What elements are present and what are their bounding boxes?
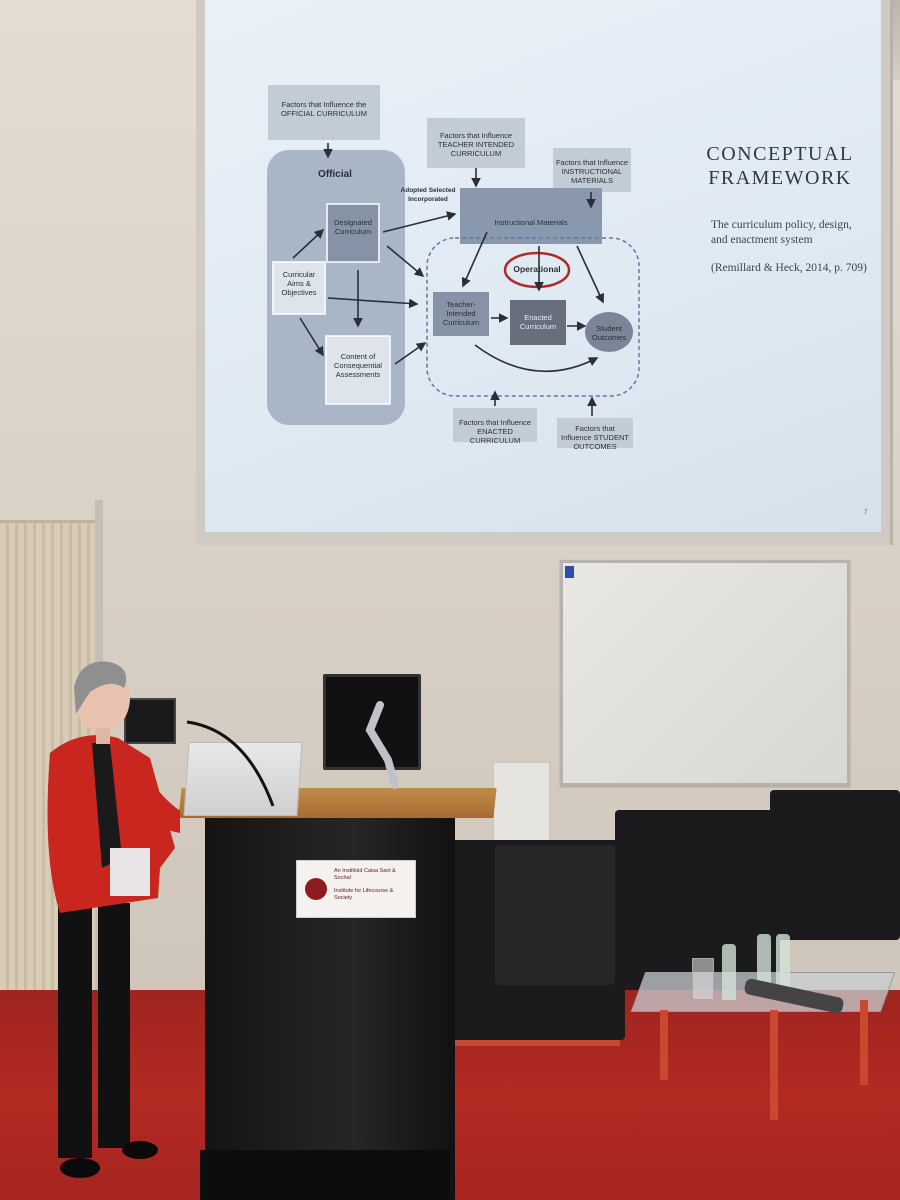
table-leg (860, 1000, 868, 1085)
wall-speaker (493, 762, 550, 844)
outcomes-oval (585, 312, 633, 352)
whiteboard-sticker (565, 566, 574, 578)
slide-title: CONCEPTUAL FRAMEWORK (695, 142, 865, 190)
slide-citation: (Remillard & Heck, 2014, p. 709) (711, 262, 867, 274)
presentation-slide: Factors that Influence the OFFICIAL CURR… (205, 0, 881, 532)
factor-outcomes-label: Factors that Influence STUDENT OUTCOMES (561, 424, 629, 451)
enacted-label: Enacted Curriculum (519, 313, 557, 331)
sign-line2: Institute for Lifecourse & Society (334, 888, 394, 901)
outcomes-label: Student Outcomes (591, 324, 627, 342)
armchair-left-seat (495, 845, 615, 985)
enacted-box (510, 300, 566, 345)
slide-subtitle: The curriculum policy, design, and enact… (711, 219, 852, 246)
teacher-intended-box (433, 292, 489, 336)
shoe (122, 1141, 158, 1159)
operational-label: Operational (513, 264, 561, 274)
top (92, 743, 122, 868)
shoe (60, 1158, 100, 1178)
factor-materials-box (553, 148, 631, 192)
factor-materials-label: Factors that Influence INSTRUCTIONAL MAT… (555, 158, 629, 185)
sign-line1: An Institiúid Caisa Saol & Sochaí (334, 868, 396, 881)
av-control-panel (124, 698, 176, 744)
table-leg (770, 1010, 778, 1120)
monitor-arm (365, 701, 399, 789)
water-bottle (776, 934, 790, 990)
teacher-intended-label: Teacher-Intended Curriculum (442, 300, 480, 327)
whiteboard (560, 560, 850, 786)
designated-box (326, 203, 380, 263)
assessments-label: Content of Consequential Assessments (334, 352, 382, 379)
aims-box (272, 261, 326, 315)
podium-base (200, 1150, 450, 1200)
presenter (47, 661, 180, 1178)
presenter-leg (58, 903, 92, 1158)
factor-outcomes-box (557, 418, 633, 448)
slide-title-line2: FRAMEWORK (708, 167, 852, 189)
factor-teacher-label: Factors that Influence TEACHER INTENDED … (437, 131, 515, 158)
factor-enacted-label: Factors that Influence ENACTED CURRICULU… (458, 418, 532, 445)
arm (128, 768, 180, 833)
operational-region (426, 237, 640, 397)
university-seal-icon (305, 878, 327, 900)
table-leg (660, 1010, 668, 1080)
framework-diagram (267, 85, 640, 448)
armchair-base (440, 1040, 620, 1046)
materials-box (460, 188, 602, 244)
official-label: Official (318, 169, 352, 180)
factor-teacher-box (427, 118, 525, 168)
materials-label: Instructional Materials (494, 218, 568, 227)
slide-page-number: 7 (864, 510, 868, 516)
glass (692, 958, 714, 1000)
grey-hair (74, 661, 127, 714)
designated-label: Designated Curriculum (334, 218, 372, 236)
factor-enacted-box (453, 408, 537, 442)
name-badge (110, 848, 150, 896)
armchair-right (770, 790, 900, 940)
aims-label: Curricular Aims & Objectives (281, 270, 317, 297)
presenter-leg (98, 903, 130, 1148)
adopted-label: Adopted Selected Incorporated (400, 187, 456, 203)
water-bottle (757, 934, 771, 990)
neck (96, 728, 110, 744)
water-bottle (722, 944, 736, 1000)
slide-title-line1: CONCEPTUAL (706, 143, 854, 165)
factor-official-label: Factors that Influence the OFFICIAL CURR… (281, 100, 367, 118)
assessments-box (325, 335, 391, 405)
microphone (186, 720, 275, 807)
factor-official-box (268, 85, 380, 140)
